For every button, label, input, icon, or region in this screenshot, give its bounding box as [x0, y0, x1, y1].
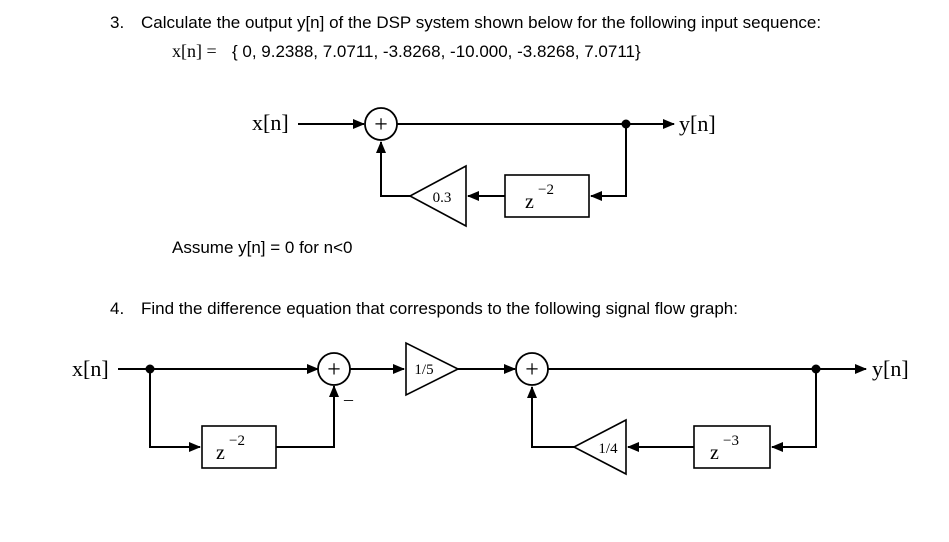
p4-output-label: y[n]: [872, 356, 909, 381]
p4-adder1-symbol: +: [327, 357, 341, 383]
p3-assumption: Assume y[n] = 0 for n<0: [172, 238, 352, 257]
p4-delay2-z: z: [710, 442, 719, 464]
p3-feedback-wire-a: [590, 124, 627, 201]
p3-delay-z: z: [525, 191, 534, 213]
p4-delay1-block: z −2: [201, 425, 277, 469]
p4-fb-wire-c: [527, 386, 574, 448]
p3-gain-triangle: [408, 164, 467, 228]
problem-4: 4. Find the difference equation that cor…: [72, 299, 909, 476]
p3-delay-block: z −2: [504, 174, 590, 218]
p4-ff-wire-b: [276, 385, 339, 448]
p3-feedback-wire-c: [376, 141, 410, 197]
problem-4-prompt: Find the difference equation that corres…: [141, 299, 738, 318]
p4-delay1-box: [201, 425, 277, 469]
p4-input-label: x[n]: [72, 356, 109, 381]
problem-3-sequence-lhs: x[n] =: [172, 41, 217, 61]
p4-ff-wire-a: [149, 369, 201, 452]
p3-input-label: x[n]: [252, 110, 289, 135]
p3-gain-value: 0.3: [433, 190, 452, 206]
problem-3-sequence-values: { 0, 9.2388, 7.0711, -3.8268, -10.000, -…: [232, 42, 641, 61]
p4-delay2-exp: −3: [723, 433, 739, 449]
p4-gain-feedback-block: 1/4: [572, 418, 627, 476]
p3-adder: +: [364, 107, 398, 141]
p3-gain-block: 0.3: [408, 164, 467, 228]
p4-gain-forward-value: 1/5: [414, 362, 433, 378]
p4-fb-wire-a: [771, 369, 817, 452]
p4-minus-sign: –: [343, 389, 354, 409]
p4-delay1-exp: −2: [229, 433, 245, 449]
p4-gain-feedback-triangle: [572, 418, 627, 476]
p4-gain-forward-triangle: [405, 341, 460, 397]
p3-adder-symbol: +: [374, 112, 388, 138]
problem-3: 3. Calculate the output y[n] of the DSP …: [110, 13, 821, 257]
problem-4-number: 4.: [110, 299, 124, 318]
problem-3-number: 3.: [110, 13, 124, 32]
p4-delay2-block: z −3: [693, 425, 771, 469]
p4-adder1: +: [317, 352, 351, 386]
p4-adder2-symbol: +: [525, 357, 539, 383]
p4-delay1-z: z: [216, 442, 225, 464]
p4-adder2: +: [515, 352, 549, 386]
p3-delay-exp: −2: [538, 182, 554, 198]
p3-output-label: y[n]: [679, 111, 716, 136]
p4-gain-feedback-value: 1/4: [598, 441, 618, 457]
p4-gain-forward-block: 1/5: [405, 341, 460, 397]
problem-3-prompt: Calculate the output y[n] of the DSP sys…: [141, 13, 821, 32]
